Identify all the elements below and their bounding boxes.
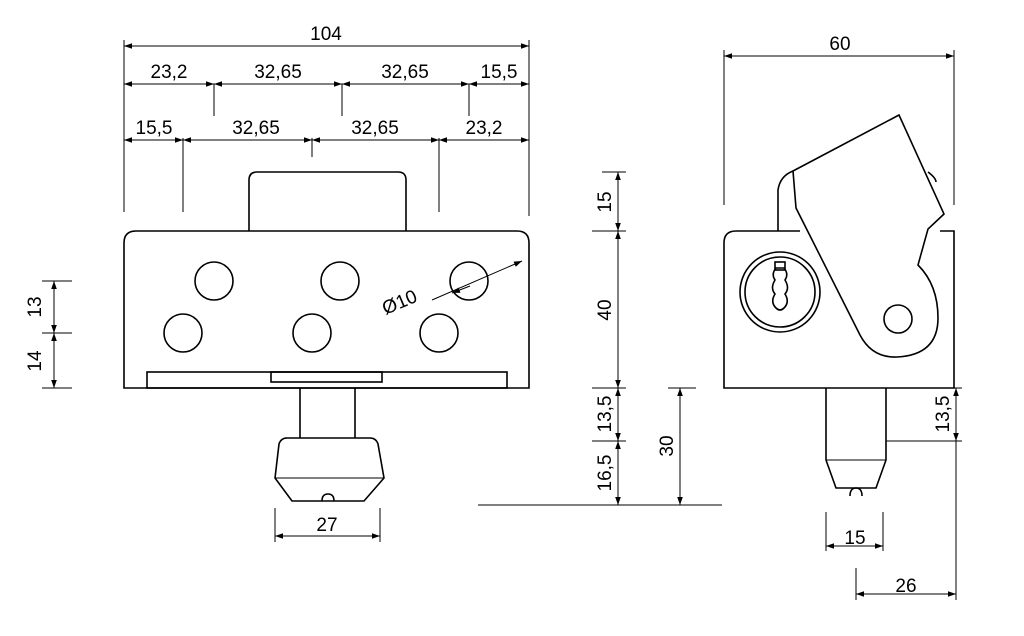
front-top-tab [248, 171, 407, 231]
front-collar [270, 371, 383, 383]
label-left-lower: 14 [25, 350, 46, 372]
label-top-row-1: 23,2 [151, 62, 188, 83]
side-latch-arm [792, 113, 945, 358]
front-pin-shank [299, 388, 356, 438]
front-holes [163, 261, 489, 353]
side-key-slot [771, 267, 789, 311]
label-second-row-2: 32,65 [232, 118, 280, 139]
label-head-width: 27 [316, 515, 337, 536]
side-view [723, 113, 955, 497]
front-view [123, 171, 530, 502]
label-pin-height: 30 [657, 435, 678, 456]
label-vchain-2: 40 [595, 299, 616, 320]
label-vchain-3: 13,5 [595, 396, 616, 433]
extension-lines [42, 40, 962, 600]
side-pivot-hole [883, 304, 913, 334]
label-side-offset: 26 [895, 576, 916, 597]
label-top-row-4: 15,5 [481, 62, 518, 83]
label-vchain-1: 15 [595, 191, 616, 212]
label-vchain-4: 16,5 [595, 455, 616, 492]
label-side-width: 60 [829, 34, 850, 55]
side-lock-cylinder [739, 251, 821, 333]
dimension-labels: 104 23,2 32,65 32,65 15,5 15,5 32,65 32,… [25, 24, 954, 597]
label-front-width: 104 [310, 24, 342, 45]
label-left-upper: 13 [25, 296, 46, 317]
label-hole-diameter: Ø10 [379, 286, 420, 319]
front-body [123, 230, 530, 389]
side-body [723, 230, 955, 389]
label-second-row-3: 32,65 [351, 118, 399, 139]
side-pin [825, 388, 887, 489]
label-top-row-2: 32,65 [254, 62, 302, 83]
front-pin-head [274, 437, 385, 502]
label-side-pin-height: 13,5 [933, 396, 954, 433]
label-second-row-1: 15,5 [136, 118, 173, 139]
dimension-lines [51, 43, 959, 597]
front-bottom-plate [146, 371, 508, 389]
label-top-row-3: 32,65 [381, 62, 429, 83]
label-side-pin-width: 15 [844, 528, 865, 549]
dim-diameter-leader [431, 260, 523, 301]
front-pin-tip [321, 493, 335, 502]
label-second-row-4: 23,2 [466, 118, 503, 139]
